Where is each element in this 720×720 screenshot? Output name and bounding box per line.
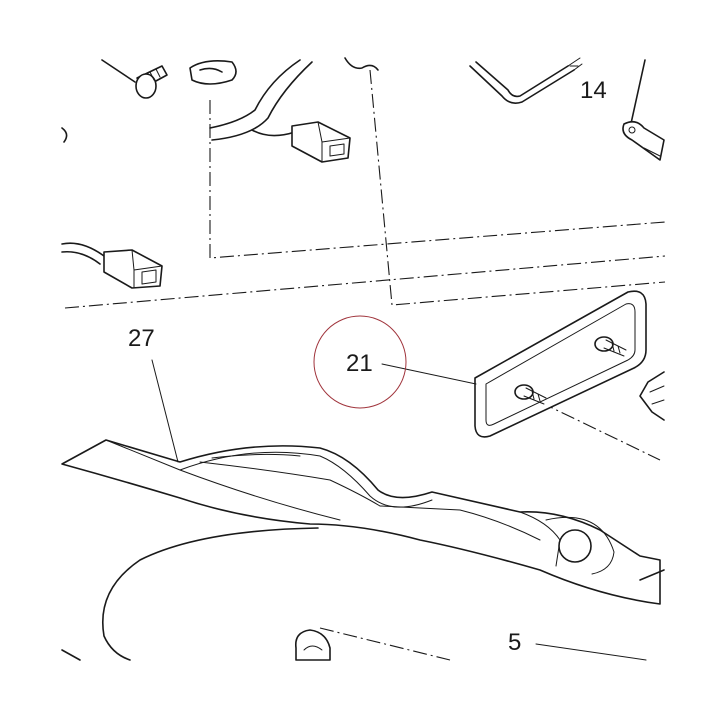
leader-lines xyxy=(151,65,647,661)
fastener-bottom xyxy=(294,629,331,661)
callout-5: 5 xyxy=(508,629,521,656)
part-14-hook xyxy=(469,57,583,104)
leader-21 xyxy=(381,363,477,385)
part-21-plate xyxy=(474,290,647,438)
screw-top-left xyxy=(101,59,168,99)
stud-left xyxy=(514,384,547,405)
leader-27 xyxy=(151,359,179,463)
part-27-bracket xyxy=(61,439,661,605)
leader-5 xyxy=(535,643,647,661)
part-fragment-left xyxy=(61,127,68,143)
bracket-top-right xyxy=(622,59,665,161)
stud-right xyxy=(594,336,627,357)
wire-harness-top xyxy=(189,57,379,141)
clip-right xyxy=(639,371,665,421)
callout-21: 21 xyxy=(346,350,373,377)
connector-top xyxy=(291,121,351,163)
connector-left xyxy=(61,242,163,289)
assembly-guide-lines xyxy=(64,69,666,661)
callout-14: 14 xyxy=(580,77,607,104)
callout-highlight-ring xyxy=(313,315,407,409)
callout-27: 27 xyxy=(128,325,155,352)
lower-shell xyxy=(61,527,665,661)
